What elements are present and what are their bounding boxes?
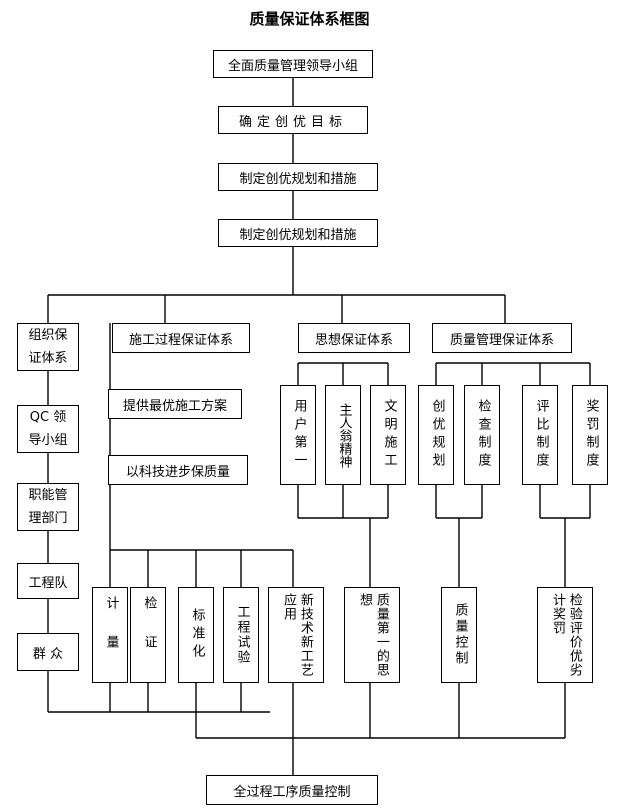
node-construction-guarantee: 施工过程保证体系 xyxy=(112,323,250,353)
node-excellence-planning-label: 创优规划 xyxy=(429,399,445,471)
node-quality-first-thought-label: 质量第一的思想 xyxy=(357,593,389,677)
node-verification-label: 检证 xyxy=(141,596,157,674)
node-engineering-test-label: 工程试验 xyxy=(234,605,250,665)
node-new-tech-application: 新技术新工艺应用 xyxy=(268,587,324,683)
node-evaluation-reward-label: 检验评价优劣计奖罚 xyxy=(550,593,582,677)
node-optimal-construction-plan: 提供最优施工方案 xyxy=(108,389,242,419)
node-functional-departments: 职能管理部门 xyxy=(17,483,79,531)
node-civilized-construction-label: 文明施工 xyxy=(381,399,397,471)
node-appraisal-system: 评比制度 xyxy=(522,385,558,485)
node-quality-control-label: 质量控制 xyxy=(452,603,468,667)
node-civilized-construction: 文明施工 xyxy=(370,385,406,485)
node-whole-process-quality-control: 全过程工序质量控制 xyxy=(206,775,378,805)
node-ownership-spirit: 主人翁精神 xyxy=(325,385,361,485)
node-qc-leadership-group: QC 领导小组 xyxy=(17,405,79,453)
node-set-excellence-goal: 确定创优目标 xyxy=(218,106,368,134)
node-tech-progress-quality: 以科技进步保质量 xyxy=(108,455,248,485)
node-work-team: 工程队 xyxy=(17,563,79,599)
node-standardization: 标准化 xyxy=(178,587,214,683)
node-excellence-plan-1: 制定创优规划和措施 xyxy=(218,163,378,191)
node-metrology: 计量 xyxy=(92,587,128,683)
node-ownership-spirit-label: 主人翁精神 xyxy=(336,402,352,468)
node-masses: 群 众 xyxy=(17,633,79,671)
node-quality-first-thought: 质量第一的思想 xyxy=(344,587,400,683)
node-customer-first: 用户第一 xyxy=(280,385,316,485)
node-verification: 检证 xyxy=(130,587,166,683)
node-ideology-guarantee: 思想保证体系 xyxy=(298,323,410,353)
node-excellence-planning: 创优规划 xyxy=(418,385,454,485)
node-reward-penalty-system-label: 奖罚制度 xyxy=(583,399,599,471)
node-standardization-label: 标准化 xyxy=(189,608,205,662)
node-inspection-system: 检查制度 xyxy=(464,385,500,485)
node-organization-guarantee: 组织保证体系 xyxy=(17,323,79,371)
node-new-tech-application-label: 新技术新工艺应用 xyxy=(281,593,313,677)
node-customer-first-label: 用户第一 xyxy=(291,399,307,471)
node-engineering-test: 工程试验 xyxy=(223,587,259,683)
node-evaluation-reward: 检验评价优劣计奖罚 xyxy=(537,587,593,683)
diagram-title: 质量保证体系框图 xyxy=(249,10,370,28)
node-inspection-system-label: 检查制度 xyxy=(475,399,491,471)
node-quality-mgmt-guarantee: 质量管理保证体系 xyxy=(432,323,572,353)
node-quality-control: 质量控制 xyxy=(441,587,477,683)
node-reward-penalty-system: 奖罚制度 xyxy=(572,385,608,485)
node-excellence-plan-2: 制定创优规划和措施 xyxy=(218,219,378,247)
node-appraisal-system-label: 评比制度 xyxy=(533,399,549,471)
node-metrology-label: 计量 xyxy=(103,596,119,674)
node-quality-leadership-group: 全面质量管理领导小组 xyxy=(213,50,373,78)
